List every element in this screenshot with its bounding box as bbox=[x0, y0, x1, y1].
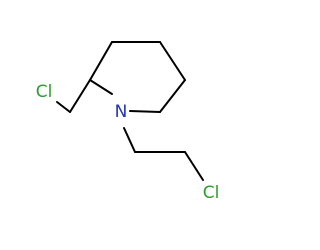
bond-c4-c5 bbox=[159, 41, 186, 81]
bond-c2-ch2 bbox=[69, 79, 91, 113]
bond-ch2-cl bbox=[56, 101, 71, 113]
bond-c5-c6 bbox=[159, 79, 186, 113]
bond-ch2-cl-bottom bbox=[184, 151, 204, 181]
bond-c6-n bbox=[129, 110, 161, 113]
molecule-canvas: Cl N Cl bbox=[35, 41, 220, 203]
bond-n-c2 bbox=[89, 79, 113, 95]
structure-drawing: Cl N Cl bbox=[36, 41, 220, 203]
nitrogen-atom: N bbox=[115, 102, 128, 122]
chlorine-atom-left: Cl bbox=[36, 82, 53, 102]
bond-n-ch2 bbox=[123, 127, 136, 153]
bond-c2-c3 bbox=[89, 41, 113, 81]
chlorine-atom-bottom: Cl bbox=[203, 183, 220, 203]
